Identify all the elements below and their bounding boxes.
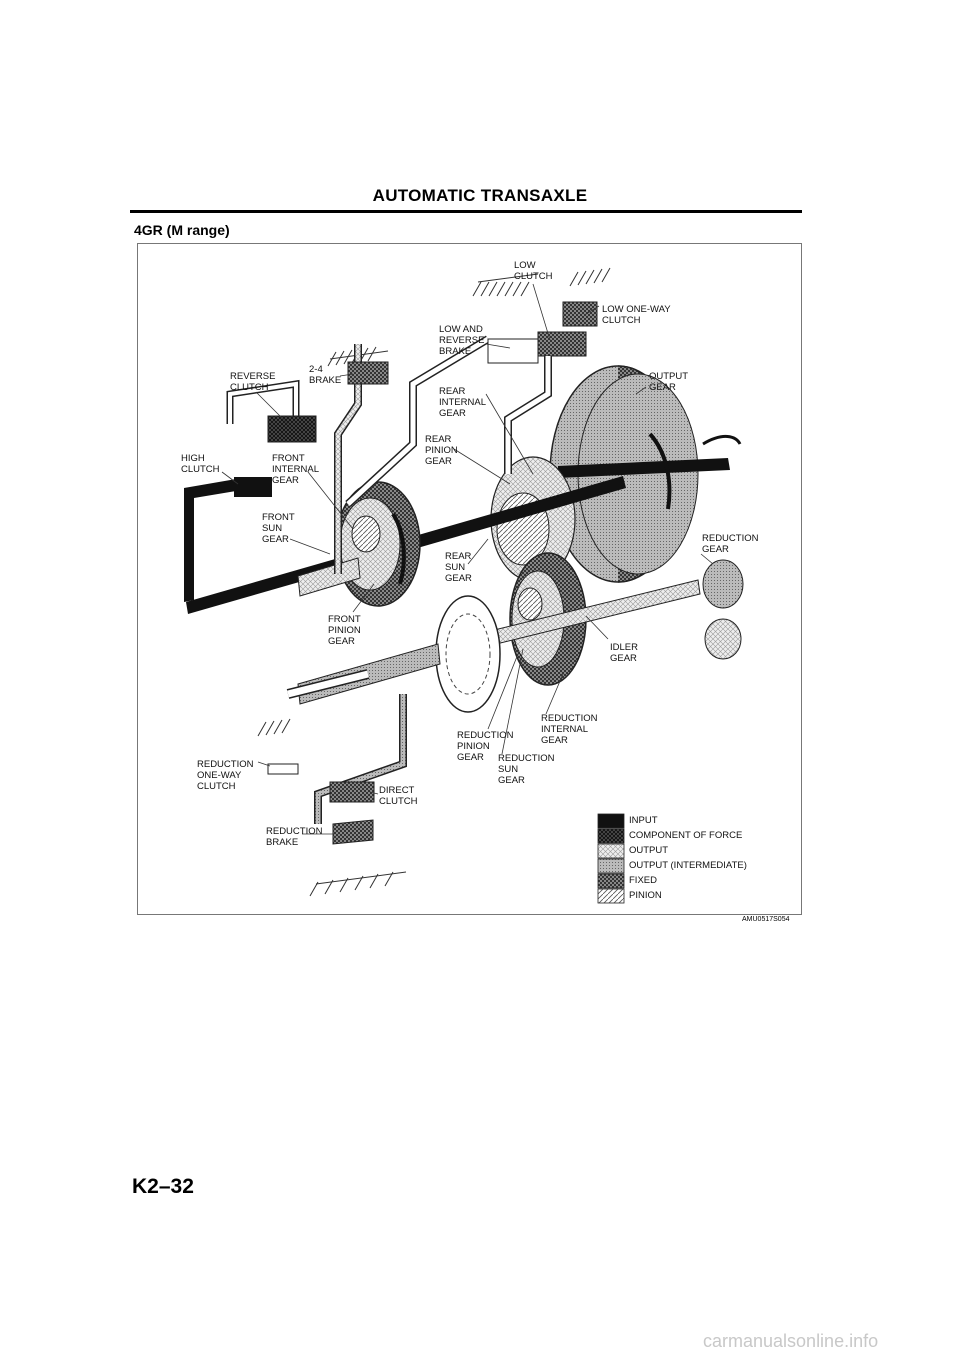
label-front-pinion-gear: FRONT PINION GEAR xyxy=(328,614,361,647)
rotation-arrow-icon xyxy=(702,435,742,446)
label-direct-clutch: DIRECT CLUTCH xyxy=(379,785,418,807)
label-reduction-gear: REDUCTION GEAR xyxy=(702,533,759,555)
label-2-4-brake: 2-4 BRAKE xyxy=(309,364,342,386)
label-rear-internal-gear: REAR INTERNAL GEAR xyxy=(439,386,486,419)
page-header-title: AUTOMATIC TRANSAXLE xyxy=(372,186,588,205)
label-reverse-clutch: REVERSE CLUTCH xyxy=(230,371,276,393)
low-and-reverse-brake xyxy=(487,338,539,364)
leader-lines xyxy=(221,283,714,835)
label-front-sun-gear: FRONT SUN GEAR xyxy=(262,512,295,545)
legend-label-fixed: FIXED xyxy=(629,875,657,886)
transaxle-diagram xyxy=(184,267,744,904)
label-front-internal-gear: FRONT INTERNAL GEAR xyxy=(272,453,319,486)
rotation-arrow-icon xyxy=(648,432,672,510)
label-reduction-brake: REDUCTION BRAKE xyxy=(266,826,323,848)
legend-label-output: OUTPUT xyxy=(629,845,669,856)
legend-label-pinion: PINION xyxy=(629,890,662,901)
direct-clutch xyxy=(329,781,375,803)
label-low-and-reverse-brake: LOW AND REVERSE BRAKE xyxy=(439,324,485,357)
page-number: K2–32 xyxy=(132,1175,194,1198)
reverse-clutch xyxy=(267,415,317,443)
label-low-clutch: LOW CLUTCH xyxy=(514,260,553,282)
label-rear-pinion-gear: REAR PINION GEAR xyxy=(425,434,458,467)
low-one-way-clutch xyxy=(562,301,598,327)
label-low-one-way-clutch: LOW ONE-WAY CLUTCH xyxy=(602,304,671,326)
high-clutch xyxy=(234,477,272,497)
label-idler-gear: IDLER GEAR xyxy=(610,642,638,664)
legend-label-output-intermediate: OUTPUT (INTERMEDIATE) xyxy=(629,860,747,871)
watermark: carmanualsonline.info xyxy=(703,1331,879,1351)
label-reduction-pinion-gear: REDUCTION PINION GEAR xyxy=(457,730,514,763)
two-four-brake xyxy=(347,361,389,385)
figure-code: AMU0517S054 xyxy=(742,916,790,923)
high-clutch-frame xyxy=(184,478,242,602)
reduction-gear xyxy=(702,559,744,609)
section-title: 4GR (M range) xyxy=(134,222,230,238)
label-reduction-sun-gear: REDUCTION SUN GEAR xyxy=(498,753,555,786)
label-high-clutch: HIGH CLUTCH xyxy=(181,453,220,475)
label-reduction-one-way-clutch: REDUCTION ONE-WAY CLUTCH xyxy=(197,759,254,792)
reduction-shaft xyxy=(297,643,441,705)
low-clutch xyxy=(537,331,587,357)
header-rule xyxy=(130,210,802,213)
reduction-brake xyxy=(332,819,374,845)
diagram-frame: LOW CLUTCH LOW ONE-WAY CLUTCH LOW AND RE… xyxy=(137,243,802,915)
legend-swatches xyxy=(597,813,625,904)
reduction-one-way-clutch xyxy=(267,763,299,775)
legend-label-component-of-force: COMPONENT OF FORCE xyxy=(629,830,743,841)
legend-label-input: INPUT xyxy=(629,815,658,826)
label-output-gear: OUTPUT GEAR xyxy=(649,371,689,393)
label-reduction-internal-gear: REDUCTION INTERNAL GEAR xyxy=(541,713,598,746)
ground-hatch xyxy=(257,267,611,897)
label-rear-sun-gear: REAR SUN GEAR xyxy=(445,551,472,584)
